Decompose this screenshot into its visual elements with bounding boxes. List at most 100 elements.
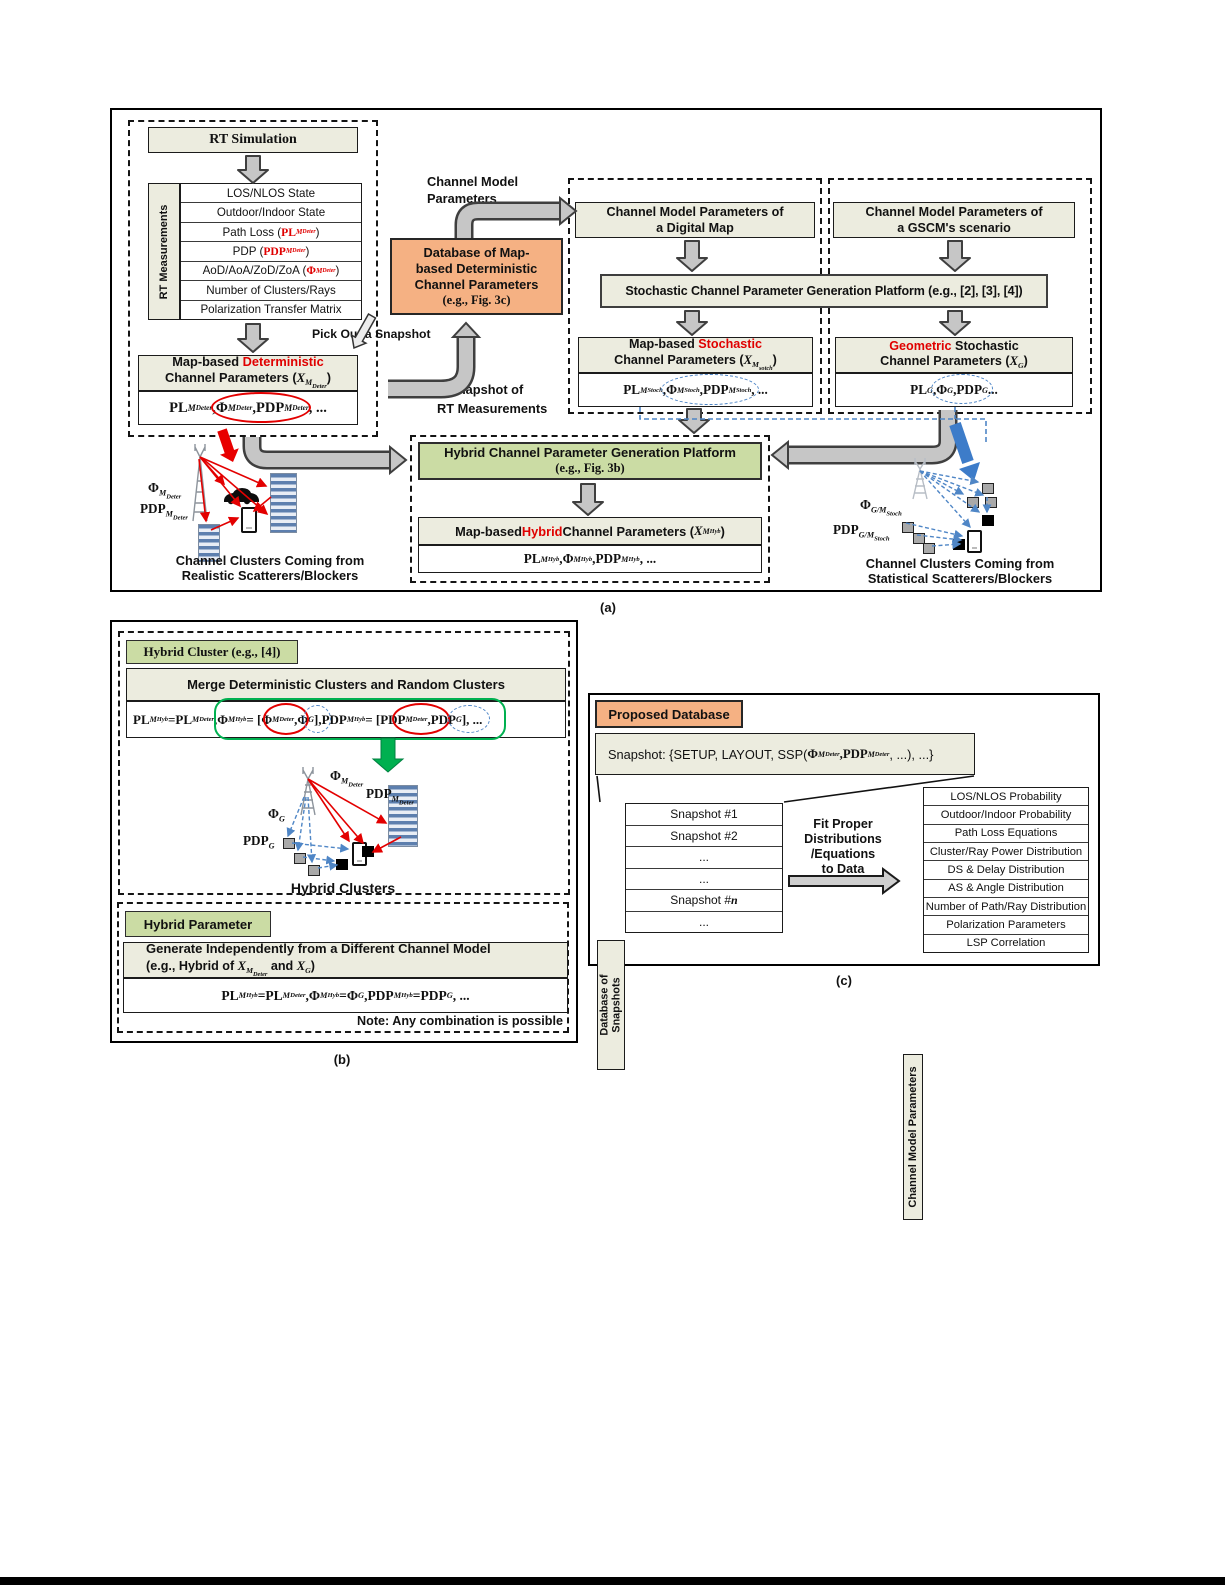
note-label: Note: Any combination is possible (357, 1014, 563, 1028)
table-row: Path Loss Equations (924, 824, 1088, 843)
fig-c-label: (c) (836, 973, 852, 988)
header-line: Channel Parameters (XMsotch) (614, 352, 777, 372)
pdp-g-stoch-label: PDPG/MStoch (833, 522, 890, 543)
phi-deter-label: ΦMDeter (330, 768, 364, 789)
blue-ellipse-annotation (448, 705, 490, 733)
pdp-deter-label: PDPMDeter (366, 786, 414, 807)
table-row: Cluster/Ray Power Distribution (924, 842, 1088, 862)
table-row: Polarization Transfer Matrix (181, 300, 361, 319)
label-line: Parameters (427, 190, 497, 206)
header-line: Map-based Stochastic (629, 337, 762, 352)
table-row: Number of Path/Ray Distribution (924, 897, 1088, 917)
merge-clusters-title: Merge Deterministic Clusters and Random … (126, 668, 566, 701)
fig-a-frame (110, 108, 1102, 592)
box-line: Channel Model Parameters of (865, 204, 1043, 219)
fit-distributions-label: Fit Proper Distributions /Equations to D… (795, 817, 891, 876)
box-line: Generate Independently from a Different … (146, 940, 491, 956)
blocker-square (362, 846, 374, 857)
hybrid-dashed-box (410, 435, 770, 583)
channel-model-parameters-vertical-label: Channel Model Parameters (903, 1054, 923, 1220)
green-rect-annotation (214, 698, 506, 740)
phone-icon (967, 530, 982, 553)
table-row: Snapshot #n (626, 890, 782, 912)
gscm-box: Channel Model Parameters of a GSCM's sce… (833, 202, 1075, 238)
scatterer-square (967, 497, 979, 508)
scatterer-square (294, 853, 306, 864)
pdp-g-label: PDPG (243, 833, 275, 851)
label-line: RT Measurements (437, 401, 548, 417)
db-eg-line: (e.g., Fig. 3c) (442, 292, 511, 307)
hybrid-parameter-dashed-box (117, 902, 569, 1033)
box-line: (e.g., Hybrid of XMDeter and XG) (146, 958, 315, 978)
fig-b-frame (110, 620, 578, 1043)
proposed-database-header: Proposed Database (595, 700, 743, 728)
fig-a-label: (a) (600, 600, 616, 615)
table-row: LOS/NLOS Probability (924, 788, 1088, 807)
scatterer-square (982, 483, 994, 494)
building-icon (198, 524, 220, 562)
blocker-square (336, 859, 348, 870)
hybrid-clusters-caption: Hybrid Clusters (290, 880, 396, 896)
box-line: Hybrid Channel Parameter Generation Plat… (444, 445, 736, 461)
hybrid-parameter-header: Hybrid Parameter (125, 911, 271, 937)
blue-ellipse-annotation (303, 705, 331, 733)
blocker-square (982, 515, 994, 526)
phi-deter-label: ΦMDeter (148, 480, 182, 501)
db-line: Channel Parameters (414, 276, 539, 292)
channel-model-params-label: Channel Model Parameters (427, 174, 547, 207)
map-stochastic-header: Map-based Stochastic Channel Parameters … (578, 337, 813, 373)
building-icon (270, 473, 297, 533)
stochastic-platform-box: Stochastic Channel Parameter Generation … (600, 274, 1048, 308)
phi-g-stoch-label: ΦG/MStoch (860, 497, 902, 518)
table-row: Number of Clusters/Rays (181, 281, 361, 301)
rt-measurements-vertical-label: RT Measurements (148, 183, 180, 320)
table-row: ... (626, 868, 782, 890)
database-of-snapshots-vertical-label: Database of Snapshots (597, 940, 625, 1070)
scatterer-square (308, 865, 320, 876)
table-row: LSP Correlation (924, 934, 1088, 952)
red-ellipse-annotation (211, 392, 311, 423)
pick-out-snapshot-label: Pick Out a Snapshot (312, 327, 431, 341)
hybrid-cluster-header: Hybrid Cluster (e.g., [4]) (126, 640, 298, 664)
page-bottom-bar (0, 1577, 1225, 1585)
caption-line: Channel Clusters Coming from (175, 553, 365, 568)
red-ellipse-annotation (392, 703, 450, 735)
table-row: DS & Delay Distribution (924, 861, 1088, 880)
database-map-deterministic-box: Database of Map- based Deterministic Cha… (390, 238, 563, 315)
scatterer-square (902, 522, 914, 533)
db-line: Database of Map- (423, 244, 530, 260)
caption-line: Realistic Scatterers/Blockers (181, 568, 359, 584)
phi-g-label: ΦG (268, 806, 285, 824)
hybrid-platform-box: Hybrid Channel Parameter Generation Plat… (418, 442, 762, 480)
scatterer-square (923, 543, 935, 554)
table-row: ... (626, 847, 782, 869)
table-row: Outdoor/Indoor Probability (924, 806, 1088, 825)
right-illustration-caption: Channel Clusters Coming from Statistical… (860, 556, 1060, 586)
channel-model-parameters-table: LOS/NLOS Probability Outdoor/Indoor Prob… (923, 787, 1089, 953)
snapshots-table: Snapshot #1 Snapshot #2 ... ... Snapshot… (625, 803, 783, 933)
rt-measurements-table: LOS/NLOS State Outdoor/Indoor State Path… (180, 183, 362, 320)
label-line: Fit Proper (813, 817, 873, 831)
scatterer-square (283, 838, 295, 849)
table-row: Polarization Parameters (924, 916, 1088, 935)
header-line: Geometric Stochastic (889, 338, 1019, 353)
box-line: a Digital Map (656, 221, 734, 235)
box-line: a GSCM's scenario (897, 221, 1011, 235)
table-row: ... (626, 911, 782, 932)
left-illustration-caption: Channel Clusters Coming from Realistic S… (170, 553, 370, 583)
box-line: Channel Model Parameters of (606, 204, 784, 219)
phone-icon (241, 507, 257, 533)
label-line: /Equations (810, 846, 876, 861)
fig-c-frame (588, 693, 1100, 966)
blue-ellipse-annotation (661, 374, 759, 405)
geometric-stochastic-header: Geometric Stochastic Channel Parameters … (835, 337, 1073, 373)
digital-map-box: Channel Model Parameters of a Digital Ma… (575, 202, 815, 238)
map-deterministic-header: Map-based Deterministic Channel Paramete… (138, 354, 358, 391)
